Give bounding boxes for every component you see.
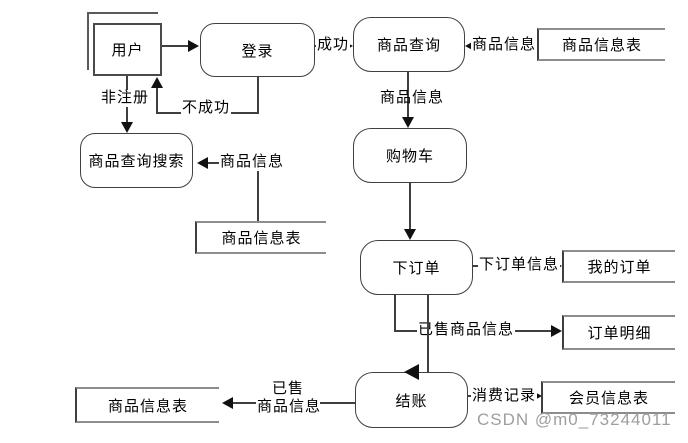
node-cart-label: 购物车: [385, 149, 434, 165]
edge-label-product-info-left: 商品信息: [219, 154, 286, 171]
node-product-query-label: 商品查询: [376, 38, 441, 54]
store-member-info-label: 会员信息表: [568, 391, 649, 407]
node-cart: 购物车: [353, 128, 467, 183]
edge-order-detail-v: [394, 295, 396, 332]
node-product-query: 商品查询: [353, 17, 465, 72]
store-my-orders-label: 我的订单: [587, 260, 652, 276]
edge-label-order-info: 下订单信息: [478, 257, 561, 274]
edge-label-sold-two-line: 已售 商品信息: [256, 380, 320, 416]
node-product-search: 商品查询搜索: [80, 133, 193, 188]
edge-failure-v2: [156, 86, 158, 113]
arrowhead-checkout-storebottom: [222, 397, 233, 409]
edge-failure-v1: [257, 77, 259, 114]
edge-label-unregistered: 非注册: [100, 90, 151, 107]
node-user: 用户: [93, 23, 162, 76]
edge-label-consume-record: 消费记录: [471, 388, 538, 405]
node-checkout: 结账: [355, 372, 468, 428]
arrowhead-failure: [151, 77, 163, 88]
edge-label-failure: 不成功: [181, 100, 232, 117]
edge-order-checkout-v: [427, 295, 429, 372]
store-product-info-bottom: 商品信息表: [75, 387, 219, 423]
store-order-detail-label: 订单明细: [587, 326, 652, 342]
edge-label-sold-line1: 已售: [271, 381, 304, 397]
store-my-orders: 我的订单: [562, 250, 675, 283]
edge-label-product-info-mid: 商品信息: [380, 90, 445, 106]
edge-cart-order: [409, 183, 411, 230]
entity-shadow-line-vertical: [87, 12, 89, 70]
node-place-order-label: 下订单: [392, 261, 441, 277]
node-user-label: 用户: [111, 43, 144, 59]
store-product-info-mid: 商品信息表: [195, 221, 326, 254]
store-product-info-top-label: 商品信息表: [561, 38, 642, 54]
entity-shadow-line-horizontal: [87, 12, 158, 14]
csdn-watermark: CSDN @m0_73244011: [477, 410, 672, 429]
edge-label-sold-product-info: 已售商品信息: [417, 322, 516, 339]
node-login: 登录: [200, 23, 315, 77]
node-product-search-label: 商品查询搜索: [88, 154, 185, 170]
edge-storemid-search-v: [257, 163, 259, 221]
node-checkout-label: 结账: [395, 393, 428, 410]
arrowhead-order-checkout: [404, 364, 419, 380]
arrowhead-unregistered: [121, 122, 133, 133]
arrowhead-productquery-cart: [402, 117, 414, 128]
edge-user-login: [162, 45, 190, 47]
arrowhead-storetop-productquery: [465, 40, 476, 52]
edge-label-sold-line2: 商品信息: [257, 399, 322, 415]
arrowhead-cart-order: [404, 229, 416, 240]
store-product-info-bottom-label: 商品信息表: [107, 398, 188, 415]
store-member-info: 会员信息表: [541, 381, 675, 414]
edge-label-success: 成功: [316, 37, 351, 54]
arrowhead-order-detail: [551, 325, 562, 337]
node-login-label: 登录: [241, 43, 274, 60]
edge-label-product-info-top: 商品信息: [471, 37, 538, 54]
arrowhead-user-login: [188, 40, 199, 52]
arrowhead-storemid-search: [197, 157, 208, 169]
node-place-order: 下订单: [360, 240, 473, 295]
store-product-info-top: 商品信息表: [537, 28, 665, 61]
edge-productquery-cart: [407, 72, 409, 119]
store-product-info-mid-label: 商品信息表: [221, 231, 302, 247]
store-order-detail: 订单明细: [562, 315, 675, 350]
